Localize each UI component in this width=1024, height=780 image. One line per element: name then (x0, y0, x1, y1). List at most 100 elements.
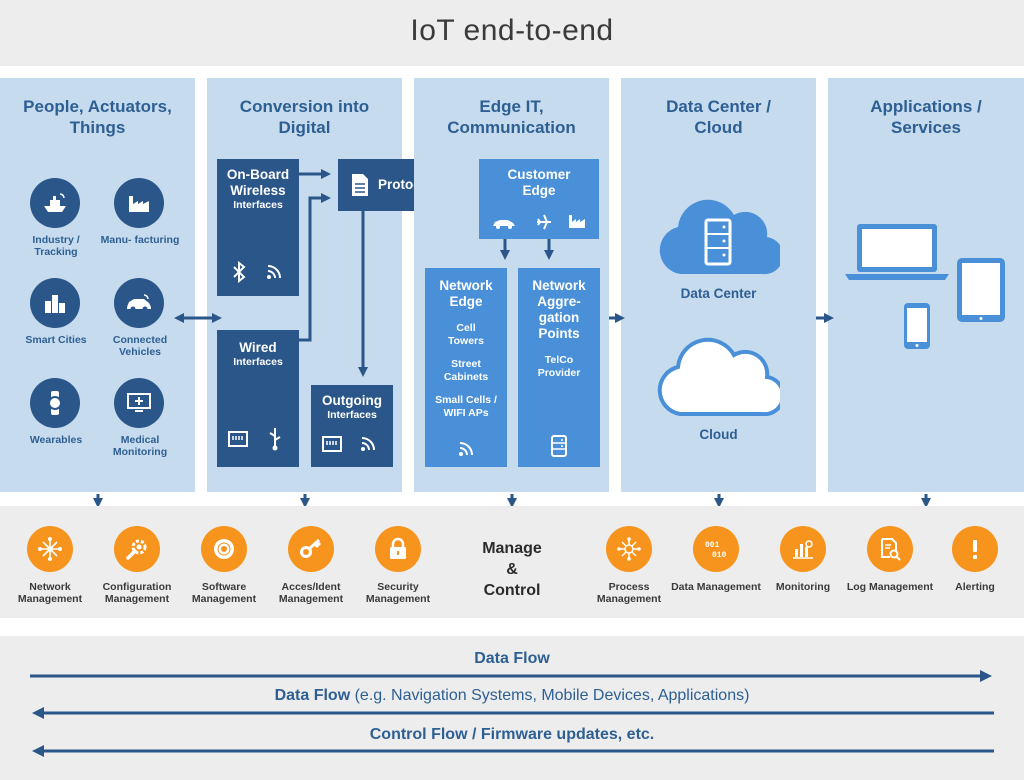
box-subtitle: Interfaces (233, 356, 283, 368)
data-flow-return-label: Data Flow (e.g. Navigation Systems, Mobi… (0, 687, 1024, 705)
arrow-wired-protocols (299, 193, 331, 342)
thing-label: Connected Vehicles (112, 334, 168, 358)
network-edge-box: Network Edge Cell Towers Street Cabinets… (425, 268, 507, 467)
onboard-wireless-box: On-Board Wireless Interfaces (217, 159, 299, 296)
management-label: Network Management (17, 581, 83, 605)
thing-label: Medical Monitoring (112, 434, 168, 458)
column-heading: Edge IT, Communication (447, 97, 576, 137)
box-title: Network Aggre- gation Points (532, 278, 586, 341)
thing-label: Manu- facturing (100, 234, 180, 246)
box-title: Outgoing (322, 393, 382, 408)
column-heading: Data Center / Cloud (666, 97, 771, 137)
column-things: People, Actuators, Things (0, 78, 195, 492)
lock-icon (375, 526, 421, 572)
box-subtitle: Interfaces (327, 409, 377, 421)
connector-arrows (93, 169, 931, 508)
management-label: Log Management (846, 581, 934, 593)
data-flow-return-detail: (e.g. Navigation Systems, Mobile Devices… (350, 687, 750, 704)
data-center-cloud-icon (654, 196, 780, 276)
management-label: Configuration Management (102, 581, 172, 605)
aggregation-points-box: Network Aggre- gation Points TelCo Provi… (518, 268, 600, 467)
cloud-icon (654, 336, 780, 416)
thing-label: Smart Cities (25, 334, 87, 346)
network-edge-item: Small Cells / WIFI APs (435, 394, 497, 419)
thing-label: Industry / Tracking (32, 234, 80, 258)
thing-label: Wearables (29, 434, 83, 446)
server-icon (550, 434, 568, 458)
page-title: IoT end-to-end (410, 14, 614, 47)
column-heading: Conversion into Digital (239, 97, 370, 137)
management-label: Software Management (191, 581, 257, 605)
manage-control-line: & (506, 561, 518, 578)
thing-smart-cities (30, 278, 82, 328)
smartphone-icon (903, 302, 931, 350)
cloud-label: Cloud (699, 427, 738, 442)
management-label: Security Management (365, 581, 431, 605)
car-icon (491, 217, 517, 229)
wifi-icon (457, 440, 475, 458)
box-title: Customer Edge (507, 167, 571, 198)
management-label: Alerting (955, 581, 995, 593)
box-title: Network Edge (439, 278, 493, 309)
process-icon (606, 526, 652, 572)
network-icon (27, 526, 73, 572)
manage-control-label: Manage & Control (462, 538, 562, 601)
box-subtitle: TelCo Provider (537, 354, 581, 379)
wifi-icon (359, 435, 377, 453)
network-edge-item: Street Cabinets (443, 358, 489, 383)
svg-text:010: 010 (712, 551, 727, 560)
column-heading: Applications / Services (870, 97, 982, 137)
data-flow-label: Data Flow (474, 650, 550, 667)
column-heading: People, Actuators, Things (23, 97, 172, 137)
control-flow-label: Control Flow / Firmware updates, etc. (369, 726, 655, 743)
wired-interfaces-box: Wired Interfaces (217, 330, 299, 467)
key-icon (288, 526, 334, 572)
laptop-icon (845, 222, 949, 282)
factory-icon (567, 213, 587, 229)
usb-icon (267, 426, 283, 452)
city-icon (30, 278, 80, 328)
manage-control-band (0, 506, 1024, 618)
network-edge-item: Cell Towers (448, 322, 484, 347)
ethernet-icon (321, 435, 343, 453)
document-icon (350, 172, 370, 198)
wifi-icon (265, 263, 283, 281)
outgoing-interfaces-box: Outgoing Interfaces (311, 385, 393, 467)
monitor-icon (114, 378, 164, 428)
management-label: Data Management (671, 581, 761, 593)
thing-wearables (30, 378, 82, 428)
log-search-icon (867, 526, 913, 572)
management-label: Acces/Ident Management (278, 581, 344, 605)
thing-industry (30, 178, 82, 228)
watch-icon (30, 378, 80, 428)
thing-medical (114, 378, 166, 428)
tablet-icon (956, 257, 1006, 323)
manage-control-line: Control (483, 582, 541, 599)
svg-text:001: 001 (705, 541, 720, 550)
data-center-label: Data Center (680, 286, 757, 301)
box-subtitle: Interfaces (233, 199, 283, 211)
box-title: Wired (239, 340, 277, 355)
column-datacenter: Data Center / Cloud (621, 78, 816, 492)
exclamation-icon (952, 526, 998, 572)
factory-icon (114, 178, 164, 228)
data-flow-return-bold: Data Flow (274, 687, 351, 704)
airplane-icon (535, 213, 553, 231)
thing-connected-vehicles (114, 278, 166, 328)
management-label: Process Management (596, 581, 662, 605)
car-icon (114, 278, 164, 328)
thing-manufacturing (114, 178, 166, 228)
disc-icon (201, 526, 247, 572)
ship-icon (30, 178, 80, 228)
box-title: On-Board Wireless (226, 167, 290, 198)
customer-edge-box: Customer Edge (479, 159, 599, 239)
ethernet-icon (227, 430, 249, 448)
chart-icon (780, 526, 826, 572)
bluetooth-icon (231, 261, 247, 283)
management-label: Monitoring (775, 581, 831, 593)
flow-band (0, 636, 1024, 780)
flow-arrows (30, 670, 994, 757)
manage-control-line: Manage (482, 540, 542, 557)
wrench-gear-icon (114, 526, 160, 572)
